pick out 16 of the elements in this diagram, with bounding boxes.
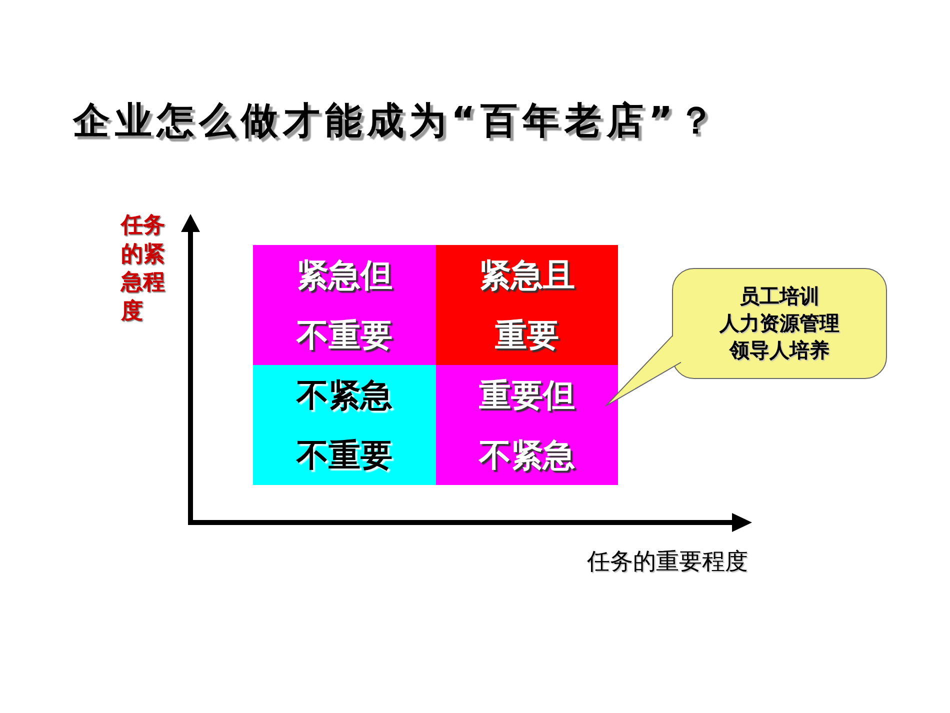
quadrant-label: 紧急且重要 [478,255,576,356]
callout-pointer [606,335,682,406]
quadrant-panel [253,245,436,365]
callout-bubble [672,268,887,379]
title: 企业怎么做才能成为“百年老店”？ [73,98,720,144]
axis-label: 任务的重要程度 [587,548,748,576]
callout-text: 领导人培养 [730,337,830,364]
callout-text: 人力资源管理 [720,310,840,337]
quadrant-label: 不紧急不重要 [295,375,394,476]
quadrant-label: 紧急但不重要 [295,255,394,356]
callout-text: 员工培训 [740,283,820,310]
quadrant-panel [436,245,618,365]
quadrant-panel [253,365,436,485]
quadrant-label: 重要但不紧急 [478,375,576,476]
axis-label: 任务的紧急程度 [121,212,166,326]
quadrant-panel [436,365,618,485]
